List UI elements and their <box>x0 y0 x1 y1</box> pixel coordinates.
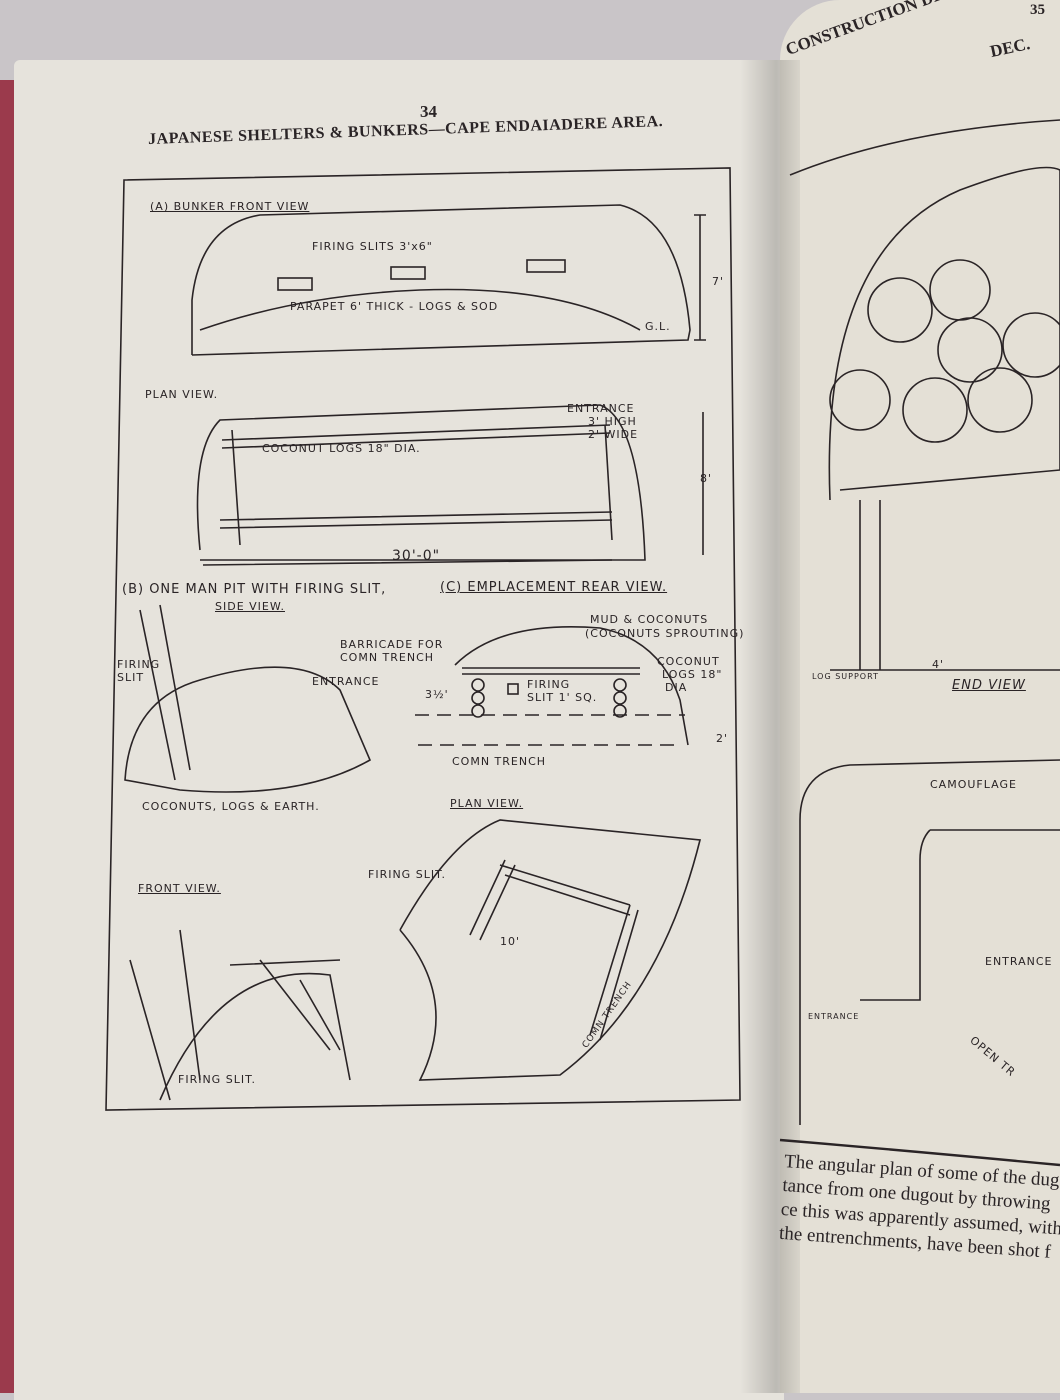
left-page <box>14 60 784 1400</box>
label-comn-trench: COMN TRENCH <box>452 755 547 768</box>
label-barricade: BARRICADE FOR <box>340 638 444 651</box>
label-entrance-high: 3' HIGH <box>588 415 637 428</box>
label-bunker-front-view: (A) BUNKER FRONT VIEW <box>150 200 310 213</box>
label-entrance-right-2: ENTRANCE <box>808 1012 860 1021</box>
label-coconut-logs: COCONUT LOGS 18" DIA. <box>262 442 421 455</box>
diagram-frame <box>105 167 741 1111</box>
bunker-plan-outline <box>196 404 646 561</box>
right-frame-curve <box>789 119 1060 176</box>
label-height-7: 7' <box>712 275 725 288</box>
label-sprouting: (COCONUTS SPROUTING) <box>585 627 745 640</box>
label-mud-coconuts: MUD & COCONUTS <box>590 613 709 626</box>
end-view-mound <box>828 166 1060 501</box>
label-barricade-trench: COMN TRENCH <box>340 651 435 664</box>
label-firing-slit-front: FIRING SLIT. <box>178 1073 256 1086</box>
bunker-front-outline <box>191 204 691 356</box>
label-firing-slit-b: FIRING SLIT <box>117 658 161 684</box>
book-gutter <box>740 60 800 1393</box>
label-end-view: END VIEW <box>952 678 1026 693</box>
emplacement-mound <box>454 625 689 746</box>
label-log-support: LOG SUPPORT <box>812 672 879 681</box>
label-slit-c: SLIT 1' SQ. <box>527 691 598 704</box>
label-emplacement-rear-view: (C) EMPLACEMENT REAR VIEW. <box>440 580 668 595</box>
label-side-view: SIDE VIEW. <box>215 600 285 613</box>
label-firing-slits: FIRING SLITS 3'x6" <box>312 240 433 253</box>
label-entrance-right: ENTRANCE <box>985 955 1053 968</box>
label-height-2: 2' <box>716 732 729 745</box>
label-coconut-c: COCONUT <box>657 655 720 668</box>
label-entrance-b: ENTRANCE <box>312 675 380 688</box>
front-view-logs <box>129 929 341 1101</box>
label-camouflage: CAMOUFLAGE <box>930 778 1017 791</box>
right-page-number: 35 <box>1030 2 1045 18</box>
label-firing-c: FIRING <box>527 678 571 691</box>
plan-trench-outline <box>399 819 702 1081</box>
page-number: 34 <box>420 102 437 121</box>
label-length-30: 30'-0" <box>392 548 441 564</box>
label-plan-view: PLAN VIEW. <box>145 388 219 401</box>
label-plan-view-c: PLAN VIEW. <box>450 797 524 810</box>
camouflage-outline <box>799 759 1060 1125</box>
label-coconuts-logs-earth: COCONUTS, LOGS & EARTH. <box>142 800 320 813</box>
label-entrance: ENTRANCE <box>567 402 635 415</box>
label-parapet: PARAPET 6' THICK - LOGS & SOD <box>290 300 499 313</box>
label-one-man-pit: (B) ONE MAN PIT WITH FIRING SLIT, <box>122 582 387 597</box>
label-gl: G.L. <box>645 320 671 333</box>
label-dim-10: 10' <box>500 935 521 948</box>
label-logs-c: LOGS 18" <box>662 668 723 681</box>
label-entrance-wide: 2' WIDE <box>588 428 639 441</box>
label-height-3-5: 3½' <box>425 688 449 701</box>
label-firing-slit-plan: FIRING SLIT. <box>368 868 446 881</box>
label-front-view: FRONT VIEW. <box>138 882 221 895</box>
pit-side-mound <box>124 666 372 793</box>
label-dia-c: DIA <box>665 681 688 694</box>
label-width-8: 8' <box>700 472 713 485</box>
label-dim-4: 4' <box>932 658 945 671</box>
